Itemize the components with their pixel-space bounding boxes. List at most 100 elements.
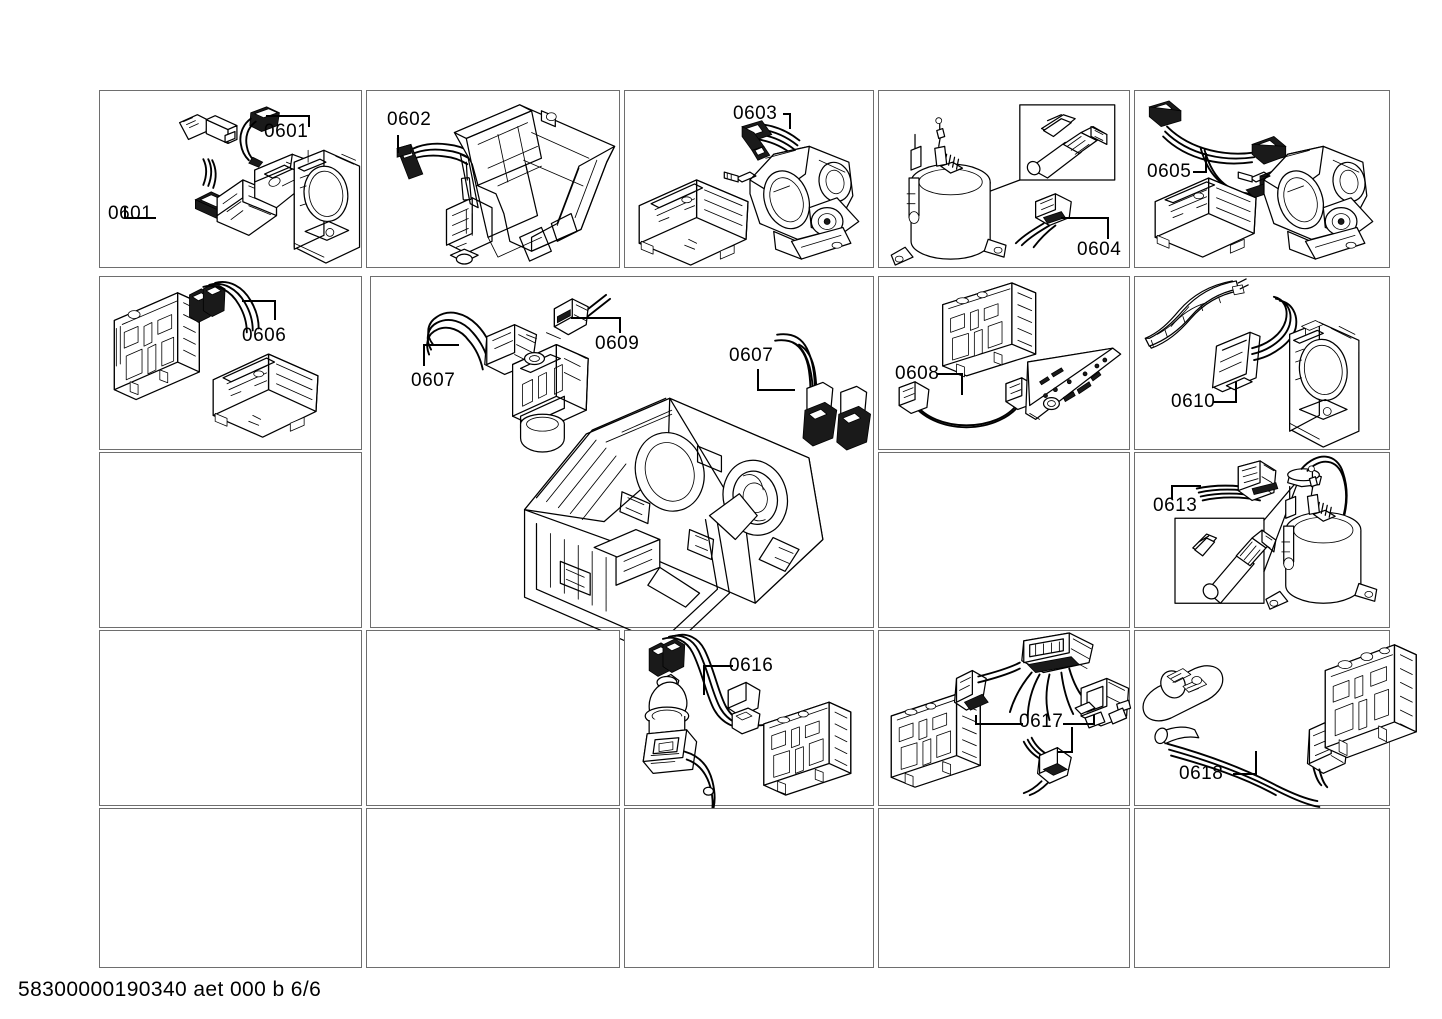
part-single-connector-lead — [953, 661, 1021, 711]
part-drive-motor — [723, 145, 860, 260]
callout-0613: 0613 — [1153, 495, 1198, 516]
part-twin-lead-harness-0607-right — [774, 333, 872, 451]
leader-0601-lower — [124, 217, 156, 219]
leader-0617-down-v — [1071, 727, 1073, 753]
part-drain-pump — [512, 332, 589, 453]
part-control-board — [113, 292, 200, 401]
part-water-level-sensor — [642, 673, 716, 824]
diagram-cell-r5c2-empty[interactable] — [366, 808, 620, 968]
diagram-cell-r4c5[interactable]: 0618 — [1134, 630, 1417, 808]
diagram-cell-r4c1-empty[interactable] — [99, 630, 362, 806]
diagram-cell-r4c3[interactable]: 0616 — [624, 630, 874, 824]
part-multi-wire-connector-0613 — [1195, 460, 1279, 502]
part-solenoid-valve — [445, 161, 493, 265]
leader-0616-h — [703, 665, 733, 667]
diagram-cell-r5c3-empty[interactable] — [624, 808, 874, 968]
part-ribbon-jumper-cable-0608 — [898, 377, 1037, 429]
part-curved-trim-strip — [1144, 278, 1249, 349]
diagram-cell-r1c5[interactable]: 0605 — [1134, 90, 1390, 268]
document-footer-code: 58300000190340 aet 000 b 6/6 — [18, 978, 322, 1001]
callout-0607-right: 0607 — [729, 345, 774, 366]
part-control-module — [212, 353, 319, 438]
leader-0601-upper — [266, 115, 310, 117]
part-wiring-harness-0602 — [396, 142, 473, 180]
part-control-board — [763, 701, 852, 796]
callout-0605: 0605 — [1147, 161, 1192, 182]
part-compressor — [1265, 455, 1378, 610]
part-ribbon-sensor-cable-0618 — [1154, 719, 1350, 808]
leader-0617-left — [975, 723, 1023, 725]
leader-0604-v — [1107, 217, 1109, 239]
leader-0616-v — [703, 665, 705, 695]
callout-0604: 0604 — [1077, 239, 1122, 260]
part-display-board — [1025, 347, 1122, 420]
leader-0605-v — [1205, 153, 1207, 171]
callout-0603: 0603 — [733, 103, 778, 124]
part-front-panel-frame — [293, 149, 361, 264]
diagram-cell-r4c2-empty[interactable] — [366, 630, 620, 806]
diagram-cell-r5c4-empty[interactable] — [878, 808, 1130, 968]
leader-0602-v — [397, 135, 399, 153]
callout-0618: 0618 — [1179, 763, 1224, 784]
leader-0617-left-v — [975, 715, 977, 723]
callout-0602: 0602 — [387, 109, 432, 130]
part-multi-pin-connector-block — [1008, 632, 1094, 721]
leader-0603-v — [789, 113, 791, 129]
diagram-cell-r3c5[interactable]: 0613 — [1134, 452, 1390, 628]
leader-0607-right-h — [757, 389, 795, 391]
leader-0609-h — [571, 317, 621, 319]
part-control-module — [638, 179, 749, 266]
diagram-cell-r1c4[interactable]: 0604 — [878, 90, 1130, 268]
leader-0607-left-h — [423, 344, 459, 346]
callout-0607-left: 0607 — [411, 370, 456, 391]
diagram-cell-r1c1[interactable]: 0601 0601 — [99, 90, 362, 268]
diagram-cell-merged-0607-0609[interactable]: 0607 0609 0607 — [370, 276, 874, 658]
leader-0605-h — [1193, 171, 1207, 173]
leader-0601-upper-v — [308, 115, 310, 127]
diagram-cell-r4c4[interactable]: 0617 — [878, 630, 1132, 806]
callout-0609: 0609 — [595, 333, 640, 354]
callout-0617: 0617 — [1019, 711, 1064, 732]
part-condenser-housing — [453, 104, 616, 262]
part-capsule-module — [1142, 665, 1224, 722]
leader-0601-lower-v — [124, 207, 126, 217]
part-twin-connector-cable-0606 — [189, 281, 260, 334]
leader-0607-left-v — [423, 344, 425, 366]
diagram-cell-r3c4-empty[interactable] — [878, 452, 1130, 628]
diagram-cell-r1c3[interactable]: 0603 — [624, 90, 874, 268]
part-temperature-sensor — [178, 114, 238, 145]
leader-0606-v — [274, 300, 276, 320]
leader-0606-h — [242, 300, 276, 302]
leader-0618-v — [1255, 751, 1257, 773]
part-compressor — [890, 117, 1007, 266]
leader-0604-h — [1061, 217, 1109, 219]
part-flat-connector-0609 — [553, 293, 612, 336]
diagram-cell-r5c5-empty[interactable] — [1134, 808, 1390, 968]
part-relay-block — [1074, 677, 1132, 729]
leader-0613-v — [1171, 485, 1173, 499]
leader-0610-h — [1213, 401, 1237, 403]
part-connector-0601-upper — [239, 106, 280, 168]
leader-0618-h — [1233, 773, 1257, 775]
diagram-cell-r3c1-empty[interactable] — [99, 452, 362, 628]
diagram-cell-r1c2[interactable]: 0602 — [366, 90, 620, 268]
callout-0601-lower: 0601 — [108, 203, 153, 224]
leader-0607-right-v — [757, 369, 759, 389]
callout-0601-upper: 0601 — [264, 121, 309, 142]
leader-0613-h — [1171, 485, 1201, 487]
part-twin-connector-cable-0616 — [648, 633, 765, 735]
part-power-board — [942, 282, 1037, 378]
part-sensor-detail-inset — [1174, 517, 1277, 604]
part-control-module — [1154, 177, 1257, 258]
callout-0616: 0616 — [729, 655, 774, 676]
part-control-board — [1324, 644, 1417, 759]
diagram-cell-r2c1[interactable]: 0606 — [99, 276, 362, 450]
part-door-lock-switch-0610 — [1211, 295, 1298, 393]
diagram-cell-r2c5[interactable]: 0610 — [1134, 276, 1390, 450]
leader-0610-v — [1235, 381, 1237, 401]
diagram-cell-r2c4[interactable]: 0608 — [878, 276, 1130, 450]
diagram-cell-r5c1-empty[interactable] — [99, 808, 362, 968]
part-base-frame-chassis — [523, 397, 824, 658]
leader-0617-right — [1063, 723, 1095, 725]
